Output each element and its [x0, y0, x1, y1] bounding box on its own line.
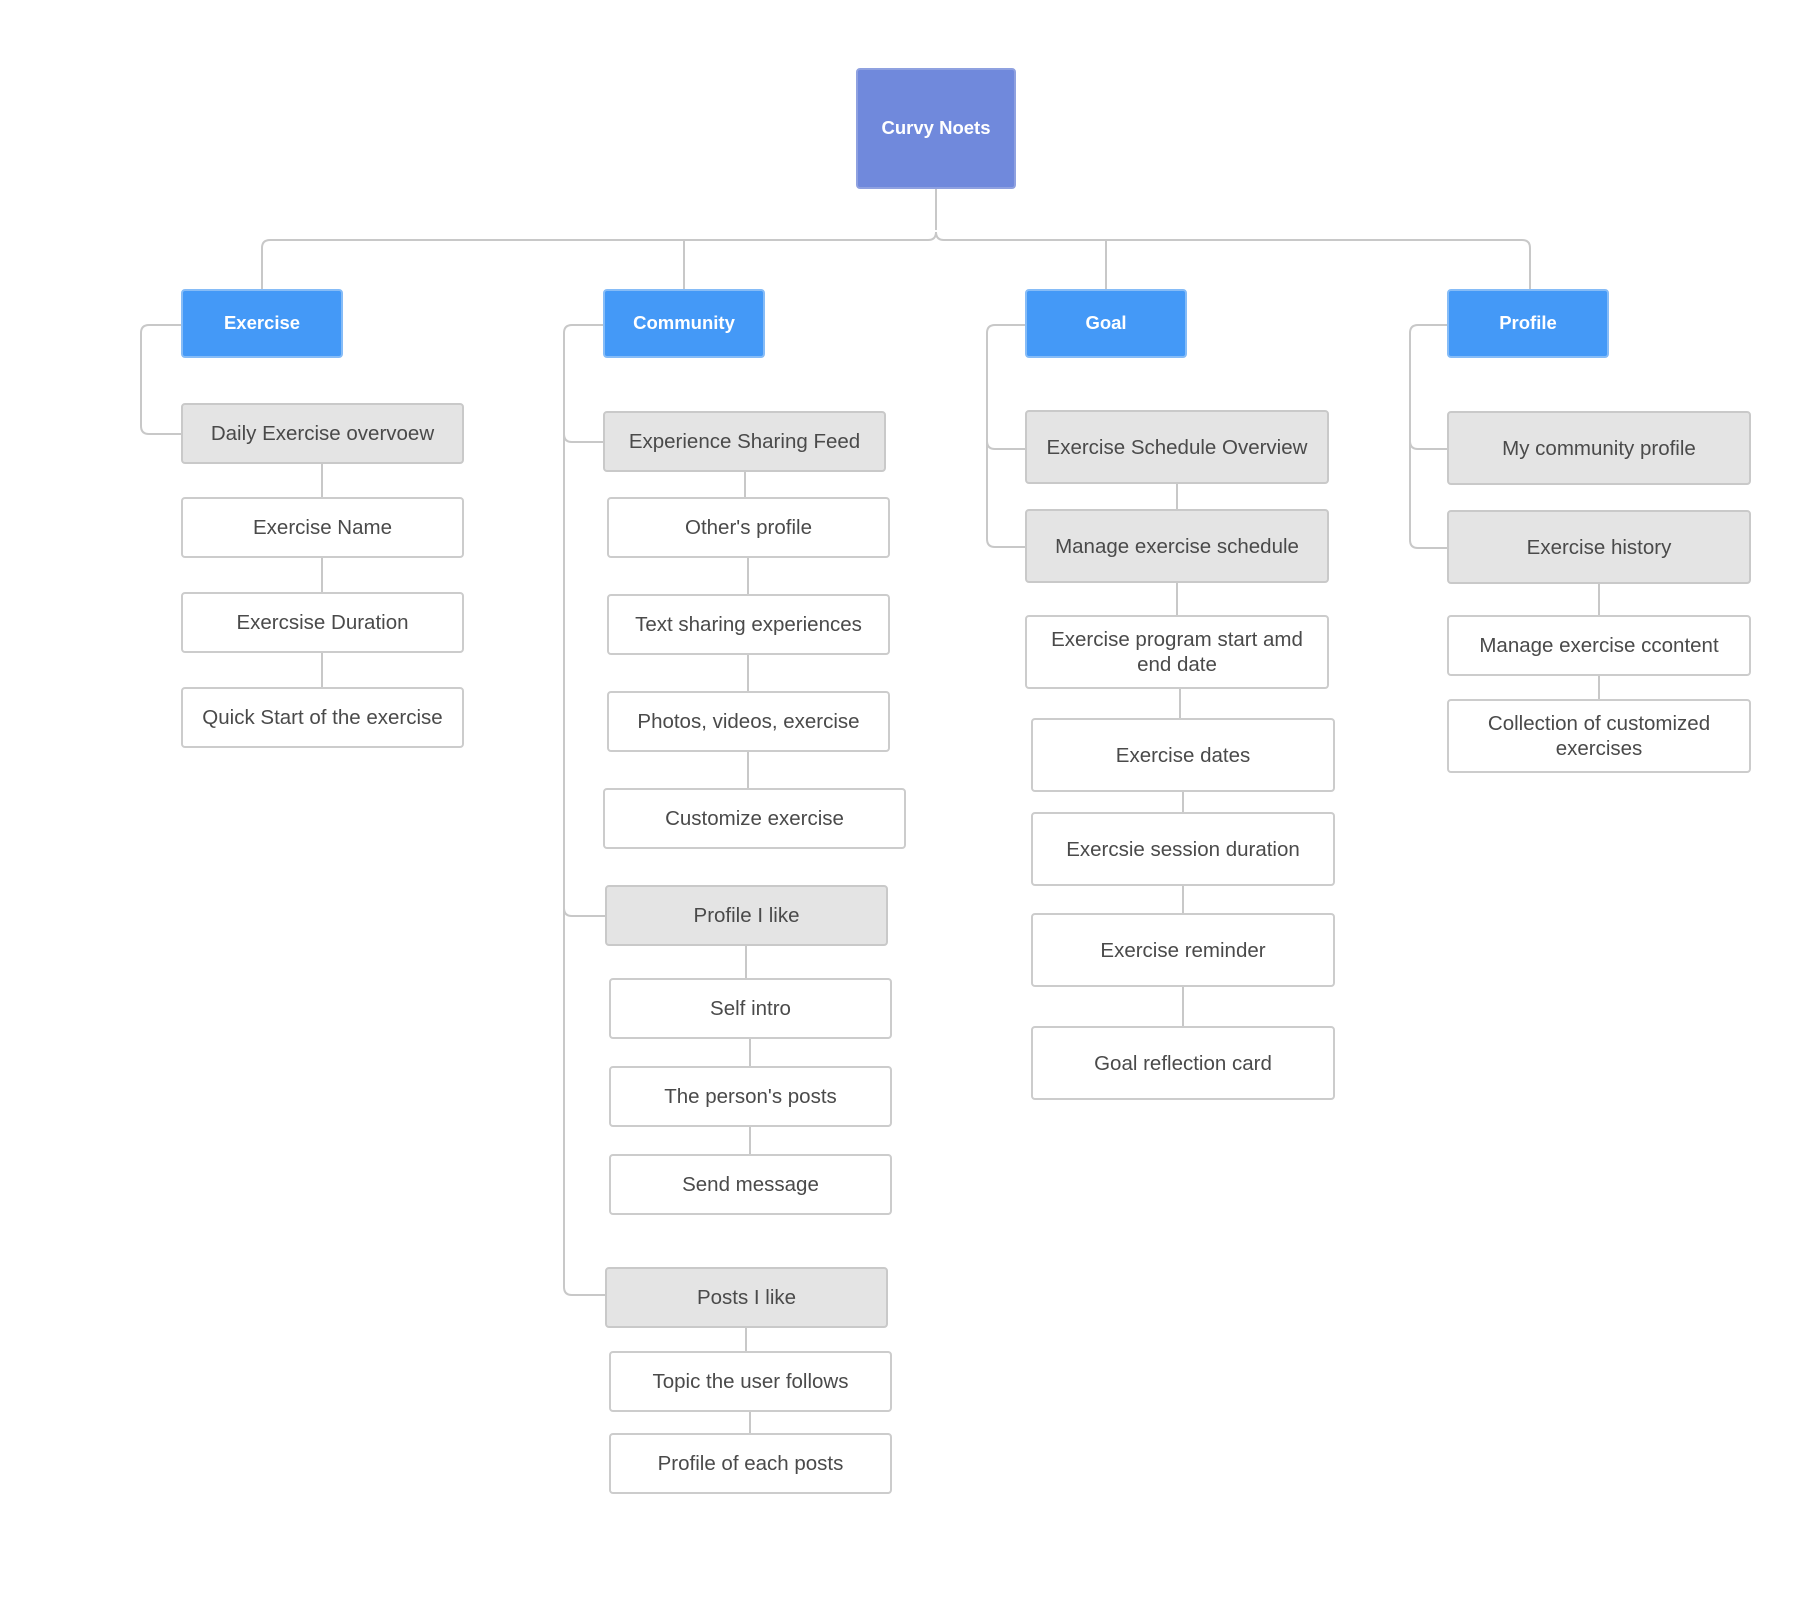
group-posts-i-like[interactable]: Posts I like	[605, 1267, 888, 1328]
group-profile-i-like[interactable]: Profile I like	[605, 885, 888, 946]
item-session-duration[interactable]: Exercsie session duration	[1031, 812, 1335, 886]
item-exercise-reminder[interactable]: Exercise reminder	[1031, 913, 1335, 987]
connector-line-11	[563, 907, 605, 917]
item-persons-posts[interactable]: The person's posts	[609, 1066, 892, 1127]
item-exercise-dates[interactable]: Exercise dates	[1031, 718, 1335, 792]
connector-line-1	[261, 231, 937, 289]
connector-line-21	[986, 324, 1025, 548]
item-customized-exercises-collection[interactable]: Collection of customized exercises	[1447, 699, 1751, 773]
connector-line-5	[140, 324, 181, 435]
connector-line-9	[563, 324, 605, 1296]
item-program-start-end-date[interactable]: Exercise program start amd end date	[1025, 615, 1329, 689]
item-exercise-duration[interactable]: Exercsise Duration	[181, 592, 464, 653]
group-experience-sharing-feed[interactable]: Experience Sharing Feed	[603, 411, 886, 472]
item-goal-reflection-card[interactable]: Goal reflection card	[1031, 1026, 1335, 1100]
group-my-community-profile[interactable]: My community profile	[1447, 411, 1751, 485]
category-profile[interactable]: Profile	[1447, 289, 1609, 358]
category-community[interactable]: Community	[603, 289, 765, 358]
item-send-message[interactable]: Send message	[609, 1154, 892, 1215]
item-photos-videos-exercise[interactable]: Photos, videos, exercise	[607, 691, 890, 752]
group-exercise-history[interactable]: Exercise history	[1447, 510, 1751, 584]
connector-line-30	[1409, 440, 1447, 450]
item-exercise-name[interactable]: Exercise Name	[181, 497, 464, 558]
item-text-sharing-experiences[interactable]: Text sharing experiences	[607, 594, 890, 655]
item-topic-user-follows[interactable]: Topic the user follows	[609, 1351, 892, 1412]
item-profile-of-each-posts[interactable]: Profile of each posts	[609, 1433, 892, 1494]
category-goal[interactable]: Goal	[1025, 289, 1187, 358]
group-daily-exercise-overview[interactable]: Daily Exercise overvoew	[181, 403, 464, 464]
item-quick-start[interactable]: Quick Start of the exercise	[181, 687, 464, 748]
connector-line-3	[935, 231, 1531, 289]
connector-line-29	[1409, 324, 1447, 549]
item-manage-exercise-content[interactable]: Manage exercise ccontent	[1447, 615, 1751, 676]
group-manage-exercise-schedule[interactable]: Manage exercise schedule	[1025, 509, 1329, 583]
item-self-intro[interactable]: Self intro	[609, 978, 892, 1039]
item-customize-exercise[interactable]: Customize exercise	[603, 788, 906, 849]
root-node[interactable]: Curvy Noets	[856, 68, 1016, 189]
connector-line-22	[986, 440, 1025, 450]
group-exercise-schedule-overview[interactable]: Exercise Schedule Overview	[1025, 410, 1329, 484]
connector-line-10	[563, 433, 603, 443]
item-others-profile[interactable]: Other's profile	[607, 497, 890, 558]
category-exercise[interactable]: Exercise	[181, 289, 343, 358]
